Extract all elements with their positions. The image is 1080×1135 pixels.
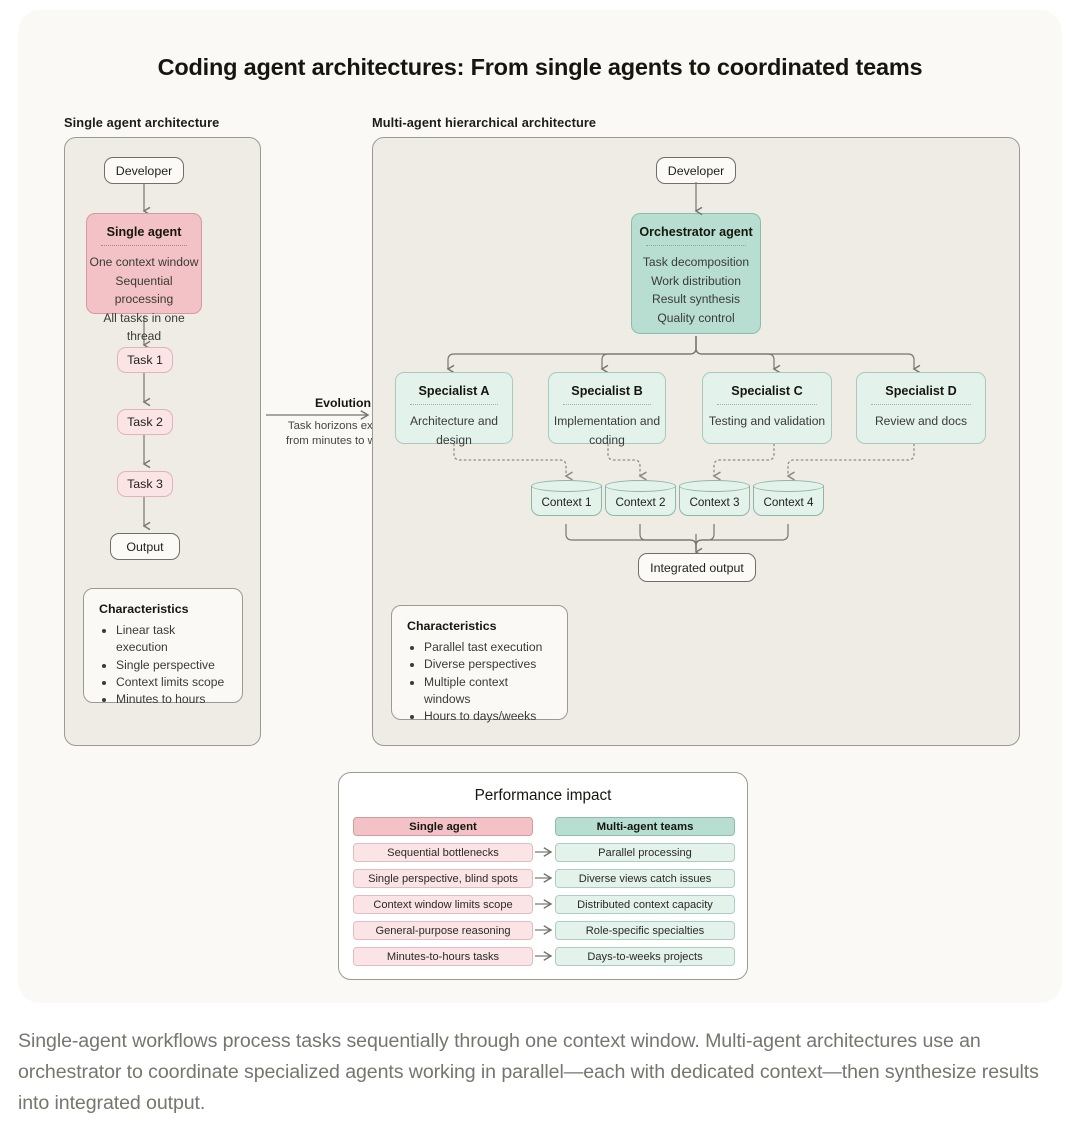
- list-item: Multiple context windows: [424, 674, 553, 709]
- characteristics-single: Characteristics Linear task execution Si…: [83, 588, 243, 706]
- block-divider: [871, 404, 971, 405]
- performance-left-cell: General-purpose reasoning: [353, 921, 533, 940]
- node-context-3[interactable]: Context 3: [679, 480, 750, 522]
- list-item: Linear task execution: [116, 622, 228, 657]
- list-item: Context limits scope: [116, 674, 228, 691]
- node-label: Task 2: [127, 415, 163, 429]
- block-line-3: Quality control: [657, 310, 735, 325]
- block-title: Specialist A: [418, 384, 490, 398]
- block-line-0: One context window: [89, 255, 199, 269]
- node-developer-multi[interactable]: Developer: [656, 157, 736, 184]
- block-line-0: Task decomposition: [642, 255, 750, 269]
- node-specialist-c[interactable]: Specialist C Testing and validation: [702, 372, 832, 444]
- characteristics-heading: Characteristics: [407, 619, 497, 633]
- evolution-subtitle: Task horizons expand from minutes to wee…: [286, 420, 400, 447]
- node-specialist-d[interactable]: Specialist D Review and docs: [856, 372, 986, 444]
- performance-right-cell: Parallel processing: [555, 843, 735, 862]
- block-desc: Testing and validation: [708, 414, 826, 428]
- block-desc: Architecture and design: [409, 414, 499, 447]
- diagram-card: Coding agent architectures: From single …: [18, 10, 1062, 1003]
- performance-left-cell: Sequential bottlenecks: [353, 843, 533, 862]
- performance-row: Context window limits scope Distributed …: [353, 895, 735, 914]
- characteristics-heading: Characteristics: [99, 602, 189, 616]
- node-label: Context 4: [763, 495, 814, 509]
- performance-right-cell: Role-specific specialties: [555, 921, 735, 940]
- node-specialist-a[interactable]: Specialist A Architecture and design: [395, 372, 513, 447]
- section-label-single-agent: Single agent architecture: [64, 115, 220, 130]
- node-integrated-output[interactable]: Integrated output: [638, 553, 756, 582]
- node-context-1[interactable]: Context 1: [531, 480, 602, 522]
- performance-right-header: Multi-agent teams: [555, 817, 735, 836]
- block-line-1: Sequential processing: [114, 273, 174, 307]
- node-label: Integrated output: [650, 560, 744, 575]
- node-label: Developer: [115, 163, 173, 178]
- node-task-3[interactable]: Task 3: [117, 471, 173, 497]
- figure-caption: Single-agent workflows process tasks seq…: [18, 1030, 1039, 1114]
- block-divider: [646, 245, 746, 246]
- node-label: Task 3: [127, 477, 163, 491]
- node-label: Context 1: [541, 495, 592, 509]
- performance-row: Sequential bottlenecks Parallel processi…: [353, 843, 735, 862]
- node-task-2[interactable]: Task 2: [117, 409, 173, 435]
- block-title: Specialist B: [571, 384, 643, 398]
- node-output-single[interactable]: Output: [110, 533, 180, 560]
- block-line-2: Result synthesis: [651, 292, 741, 307]
- node-task-1[interactable]: Task 1: [117, 347, 173, 373]
- block-line-1: Work distribution: [651, 273, 741, 288]
- performance-left-cell: Minutes-to-hours tasks: [353, 947, 533, 966]
- node-orchestrator-agent[interactable]: Orchestrator agent Task decomposition Wo…: [631, 213, 761, 334]
- block-divider: [717, 404, 817, 405]
- performance-row: General-purpose reasoning Role-specific …: [353, 921, 735, 940]
- node-specialist-b[interactable]: Specialist B Implementation and coding: [548, 372, 666, 447]
- list-item: Hours to days/weeks: [424, 708, 553, 725]
- node-label: Output: [126, 539, 164, 554]
- characteristics-list: Linear task execution Single perspective…: [99, 622, 228, 708]
- block-title: Orchestrator agent: [639, 225, 753, 239]
- node-label: Context 2: [615, 495, 666, 509]
- performance-right-cell: Days-to-weeks projects: [555, 947, 735, 966]
- performance-right-cell: Diverse views catch issues: [555, 869, 735, 888]
- node-label: Context 3: [689, 495, 740, 509]
- node-developer-single[interactable]: Developer: [104, 157, 184, 184]
- evolution-title: Evolution: [314, 396, 371, 410]
- list-item: Parallel tast execution: [424, 639, 553, 656]
- block-line-2: All tasks in one thread: [103, 310, 185, 344]
- evolution-connector: Evolution Task horizons expand from minu…: [284, 396, 402, 448]
- performance-impact-panel: Performance impact Single agent Multi-ag…: [338, 772, 748, 980]
- performance-row: Minutes-to-hours tasks Days-to-weeks pro…: [353, 947, 735, 966]
- node-context-4[interactable]: Context 4: [753, 480, 824, 522]
- list-item: Single perspective: [116, 657, 228, 674]
- block-divider: [101, 245, 187, 246]
- node-context-2[interactable]: Context 2: [605, 480, 676, 522]
- performance-right-cell: Distributed context capacity: [555, 895, 735, 914]
- block-desc: Review and docs: [874, 414, 968, 428]
- block-title: Single agent: [106, 225, 182, 239]
- page-title: Coding agent architectures: From single …: [157, 54, 923, 80]
- section-label-multi-agent: Multi-agent hierarchical architecture: [372, 115, 597, 130]
- performance-left-cell: Context window limits scope: [353, 895, 533, 914]
- performance-left-header: Single agent: [353, 817, 533, 836]
- node-label: Developer: [667, 163, 725, 178]
- characteristics-multi: Characteristics Parallel tast execution …: [391, 605, 568, 723]
- block-divider: [563, 404, 651, 405]
- performance-row: Single perspective, blind spots Diverse …: [353, 869, 735, 888]
- characteristics-list: Parallel tast execution Diverse perspect…: [407, 639, 553, 725]
- list-item: Diverse perspectives: [424, 656, 553, 673]
- block-title: Specialist C: [731, 384, 803, 398]
- node-label: Task 1: [127, 353, 163, 367]
- list-item: Minutes to hours: [116, 691, 228, 708]
- block-desc: Implementation and coding: [553, 414, 661, 447]
- performance-left-cell: Single perspective, blind spots: [353, 869, 533, 888]
- block-title: Specialist D: [885, 384, 957, 398]
- block-divider: [410, 404, 498, 405]
- performance-header-row: Single agent Multi-agent teams: [353, 817, 735, 836]
- node-single-agent[interactable]: Single agent One context window Sequenti…: [86, 213, 202, 343]
- performance-title: Performance impact: [474, 787, 612, 804]
